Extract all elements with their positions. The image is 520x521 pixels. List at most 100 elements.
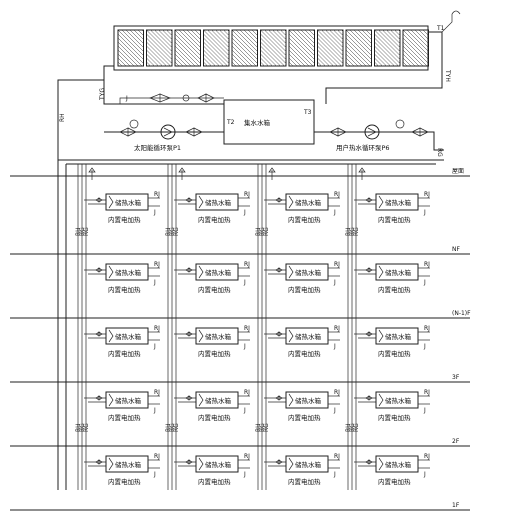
tag-rj: RJ — [154, 191, 160, 198]
tag-j-makeup: J — [125, 95, 128, 102]
tag-j: J — [153, 209, 156, 216]
heater-label: 内置电加热 — [198, 215, 231, 224]
heater-tank — [285, 327, 329, 345]
heater-label: 内置电加热 — [378, 349, 411, 358]
collector-panel — [260, 29, 287, 67]
branch-valve-icon — [365, 459, 373, 465]
heater-tank-label: 储热水箱 — [295, 198, 322, 207]
tag-t2: T2 — [226, 119, 235, 126]
branch-valve-icon — [365, 267, 373, 273]
user-pump-icon — [364, 124, 380, 140]
riser-tag: RG — [263, 227, 270, 236]
heater-tank-label: 储热水箱 — [385, 268, 412, 277]
user-gauge-icon — [395, 119, 405, 129]
branch-valve-icon — [365, 331, 373, 337]
heater-tank — [285, 455, 329, 473]
tag-rj: RJ — [334, 191, 340, 198]
tag-j: J — [333, 279, 336, 286]
branch-valve-icon — [95, 331, 103, 337]
valve-icon-4 — [185, 127, 203, 137]
float-valve-icon — [182, 94, 190, 102]
heater-tank — [105, 193, 149, 211]
heater-tank-label: 储热水箱 — [115, 396, 142, 405]
riser-tag: RG — [79, 227, 86, 236]
heater-label: 内置电加热 — [288, 285, 321, 294]
tag-j: J — [423, 209, 426, 216]
collector-panel — [288, 29, 315, 67]
risers: RHRGRGRHRGRGRHRGRGRHRGRGRHRGRGRHRGRGRHRG… — [57, 160, 366, 490]
heater-element-icon — [288, 195, 294, 209]
heater-tank — [375, 391, 419, 409]
heater-element-icon — [198, 393, 204, 407]
collector-panel — [146, 29, 173, 67]
tag-j: J — [333, 209, 336, 216]
heater-tank — [105, 263, 149, 281]
floor-label-roof: 屋面 — [452, 168, 464, 175]
heater-label: 内置电加热 — [108, 215, 141, 224]
heater-tank-label: 储热水箱 — [115, 332, 142, 341]
branch-valve-icon — [275, 267, 283, 273]
collector-return-pipe — [325, 31, 443, 104]
unit-grid: 储热水箱RJJ内置电加热储热水箱RJJ内置电加热储热水箱RJJ内置电加热储热水箱… — [84, 191, 430, 486]
heater-tank-label: 储热水箱 — [385, 198, 412, 207]
heater-tank — [195, 455, 239, 473]
floor-label-1f: 1F — [452, 502, 460, 509]
tag-rj: RJ — [244, 325, 250, 332]
vent-pipe — [441, 14, 453, 33]
riser-tag: RH — [345, 423, 352, 432]
tag-rj: RJ — [424, 325, 430, 332]
collector-panel — [317, 29, 344, 67]
riser-tag: RG — [259, 227, 266, 236]
heater-tank-label: 储热水箱 — [385, 332, 412, 341]
riser-tag: RH — [165, 227, 172, 236]
heater-label: 内置电加热 — [378, 215, 411, 224]
riser-tag: RH — [255, 423, 262, 432]
heater-label: 内置电加热 — [198, 477, 231, 486]
branch-valve-icon — [275, 197, 283, 203]
floor-label-2f: 2F — [452, 438, 460, 445]
heater-element-icon — [108, 393, 114, 407]
heater-tank — [285, 263, 329, 281]
user-pump-line — [314, 131, 444, 151]
branch-valve-icon — [95, 459, 103, 465]
tag-j: J — [333, 471, 336, 478]
riser-tag: RG — [353, 423, 360, 432]
heater-element-icon — [198, 329, 204, 343]
riser-tag: RH — [345, 227, 352, 236]
tag-tyh: TYH — [444, 69, 451, 82]
tag-rj: RJ — [154, 325, 160, 332]
heater-tank — [375, 327, 419, 345]
tag-rj: RJ — [334, 453, 340, 460]
collector-panel — [117, 29, 144, 67]
valve-icon — [149, 93, 171, 103]
heater-label: 内置电加热 — [378, 477, 411, 486]
heater-element-icon — [288, 393, 294, 407]
solar-collector-array: T1 TYH — [103, 10, 461, 104]
heater-element-icon — [288, 329, 294, 343]
valve-icon-2 — [197, 93, 215, 103]
riser-tag: RG — [263, 423, 270, 432]
heater-element-icon — [378, 265, 384, 279]
left-riser-top — [57, 79, 104, 160]
valve-icon-3 — [119, 127, 137, 137]
tag-rj: RJ — [424, 261, 430, 268]
tag-j: J — [153, 343, 156, 350]
heater-tank — [105, 327, 149, 345]
heater-tank-label: 储热水箱 — [205, 268, 232, 277]
riser-tag: RG — [83, 423, 90, 432]
collector-feed-pipe — [103, 65, 114, 80]
heater-label: 内置电加热 — [198, 285, 231, 294]
riser-tag: RG — [169, 423, 176, 432]
tag-tyg: TYG — [99, 88, 106, 101]
riser-tag: RG — [83, 227, 90, 236]
